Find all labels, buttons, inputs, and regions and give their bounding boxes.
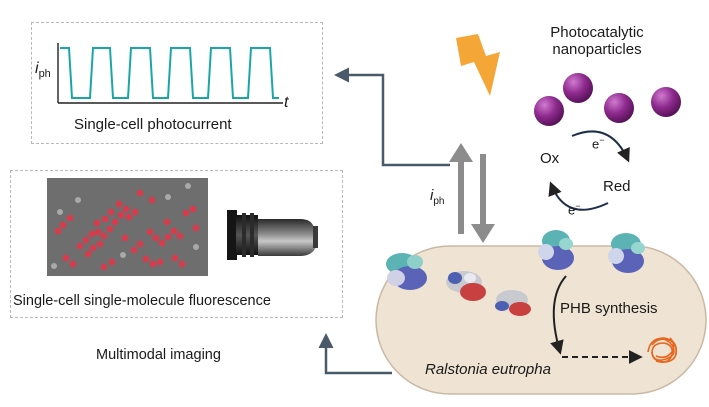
electron-top-label: e− (592, 135, 605, 152)
redox-bottom-arrow (548, 181, 609, 211)
nanoparticle (534, 96, 564, 126)
membrane-protein-center (538, 230, 574, 270)
fluorescence-image (47, 178, 208, 276)
membrane-protein-right (608, 233, 645, 273)
multimodal-imaging-label: Multimodal imaging (96, 347, 221, 363)
cell-name-label: Ralstonia eutropha (425, 361, 551, 378)
membrane-protein-left (386, 253, 427, 290)
x-axis-label: t (284, 94, 289, 111)
cytoplasmic-enzyme-2 (495, 290, 531, 316)
lightning-icon (456, 34, 500, 96)
photocurrent-plot (57, 43, 283, 104)
nanoparticle (604, 93, 634, 123)
nanoparticles-group (534, 73, 681, 126)
current-label: iph (430, 187, 445, 207)
arrow-to-fluorescence (318, 333, 392, 375)
arrow-to-photocurrent (334, 67, 450, 167)
redox-top-arrow (571, 130, 630, 163)
phb-curve-arrow (550, 275, 567, 355)
cytoplasmic-enzyme-1 (446, 271, 486, 301)
ox-label: Ox (540, 150, 560, 167)
nanoparticle (563, 73, 593, 103)
nanoparticles-label: Photocatalytic nanoparticles (550, 24, 644, 58)
photocurrent-panel (31, 22, 323, 144)
photocurrent-caption: Single-cell photocurrent (74, 116, 232, 133)
phb-polymer-icon (647, 337, 678, 363)
photocurrent-trace (60, 47, 279, 99)
fluorescence-caption: Single-cell single-molecule fluorescence (13, 293, 271, 309)
phb-synthesis-label: PHB synthesis (560, 300, 658, 317)
red-label: Red (603, 178, 631, 195)
y-axis-label: iph (35, 60, 51, 81)
microscope-objective-icon (227, 210, 318, 260)
electron-bottom-label: e− (568, 201, 581, 218)
nanoparticle (651, 87, 681, 117)
current-arrows (449, 143, 495, 243)
fluorescence-panel (10, 170, 343, 318)
